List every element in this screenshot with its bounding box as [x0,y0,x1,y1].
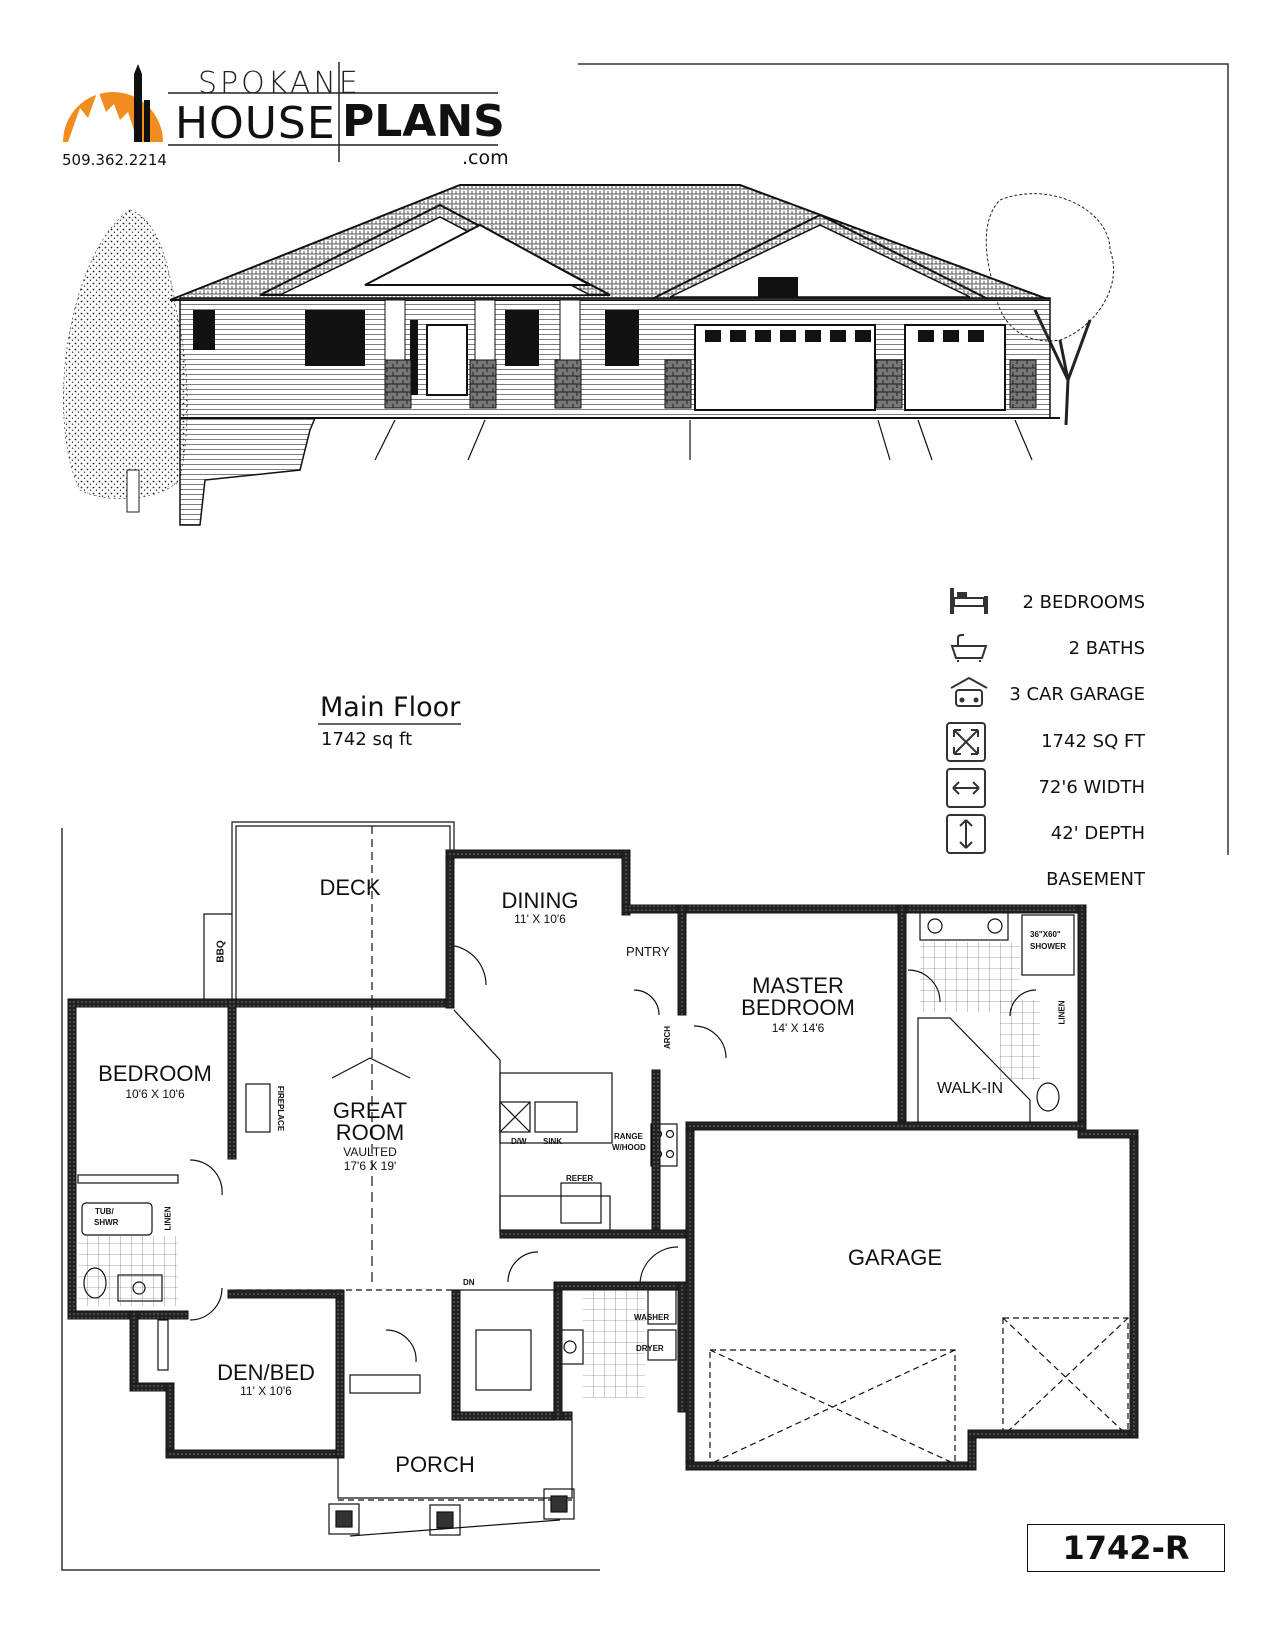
bathtub-icon [948,632,990,667]
room-porch: PORCH [395,1452,475,1477]
logo-brand-left: HOUSE [175,98,336,149]
room-pantry: PNTRY [626,944,670,959]
label-range-1: RANGE [614,1132,643,1141]
logo-brand-right: PLANS [342,96,505,147]
plan-id-box: 1742-R [1027,1524,1225,1572]
width-arrow-icon [946,768,986,813]
room-great-1: GREAT [332,1098,408,1123]
floor-title: Main Floor [320,692,461,723]
logo-brand-suffix: .com [462,147,509,169]
bed-icon [948,586,990,621]
garage-car-icon [948,676,990,715]
feature-label: 2 BEDROOMS [1022,592,1145,613]
feature-label: 72'6 WIDTH [1038,777,1145,798]
logo-rules [168,62,498,162]
room-great-2: ROOM [335,1120,405,1145]
floor-sqft: 1742 sq ft [321,729,413,750]
room-garage: GARAGE [847,1245,943,1270]
room-bedroom: BEDROOM [98,1061,212,1086]
label-fireplace: FIREPLACE [276,1085,286,1132]
room-dining: DINING [501,888,579,913]
label-refer: REFER [566,1174,594,1183]
logo-phone: 509.362.2214 [62,151,167,169]
logo-brand-top: SPOKANE [198,66,361,101]
label-bbq: BBQ [215,940,227,963]
label-shower-2: SHOWER [1030,942,1066,951]
label-washer: WASHER [634,1313,670,1322]
room-dining-dim: 11' X 10'6 [514,912,566,926]
label-arch: ARCH [663,1025,673,1050]
label-dryer: DRYER [636,1344,664,1353]
depth-arrow-icon [946,814,986,859]
label-dn: DN [463,1278,475,1287]
room-bedroom-dim: 10'6 X 10'6 [125,1087,185,1101]
expand-arrows-icon [946,722,986,767]
room-master-2: BEDROOM [741,995,855,1020]
feature-label: 2 BATHS [1068,638,1145,659]
floor-title-underline [318,723,461,725]
room-den: DEN/BED [217,1360,315,1385]
label-dw: D/W [511,1137,527,1146]
room-master-dim: 14' X 14'6 [771,1021,825,1035]
label-tub-2: SHWR [94,1218,119,1227]
label-shower-1: 36"X60" [1030,930,1061,939]
room-den-dim: 11' X 10'6 [240,1384,292,1398]
label-linen-master: LINEN [1057,1000,1067,1025]
feature-label: 3 CAR GARAGE [1009,684,1145,705]
label-range-2: W/HOOD [612,1143,646,1152]
room-great-vaulted: VAULTED [343,1145,397,1159]
feature-label: 42' DEPTH [1050,823,1145,844]
house-elevation [63,184,1115,526]
room-walkin: WALK-IN [936,1080,1004,1097]
room-deck: DECK [319,875,381,900]
room-great-dim: 17'6 X 19' [343,1159,397,1173]
logo-mark [62,64,163,142]
label-tub-1: TUB/ [95,1207,114,1216]
room-master-1: MASTER [752,973,844,998]
label-sink: SINK [543,1137,563,1146]
feature-label: 1742 SQ FT [1041,731,1145,752]
label-linen-bath: LINEN [163,1206,173,1231]
feature-label-basement: BASEMENT [1046,869,1145,890]
